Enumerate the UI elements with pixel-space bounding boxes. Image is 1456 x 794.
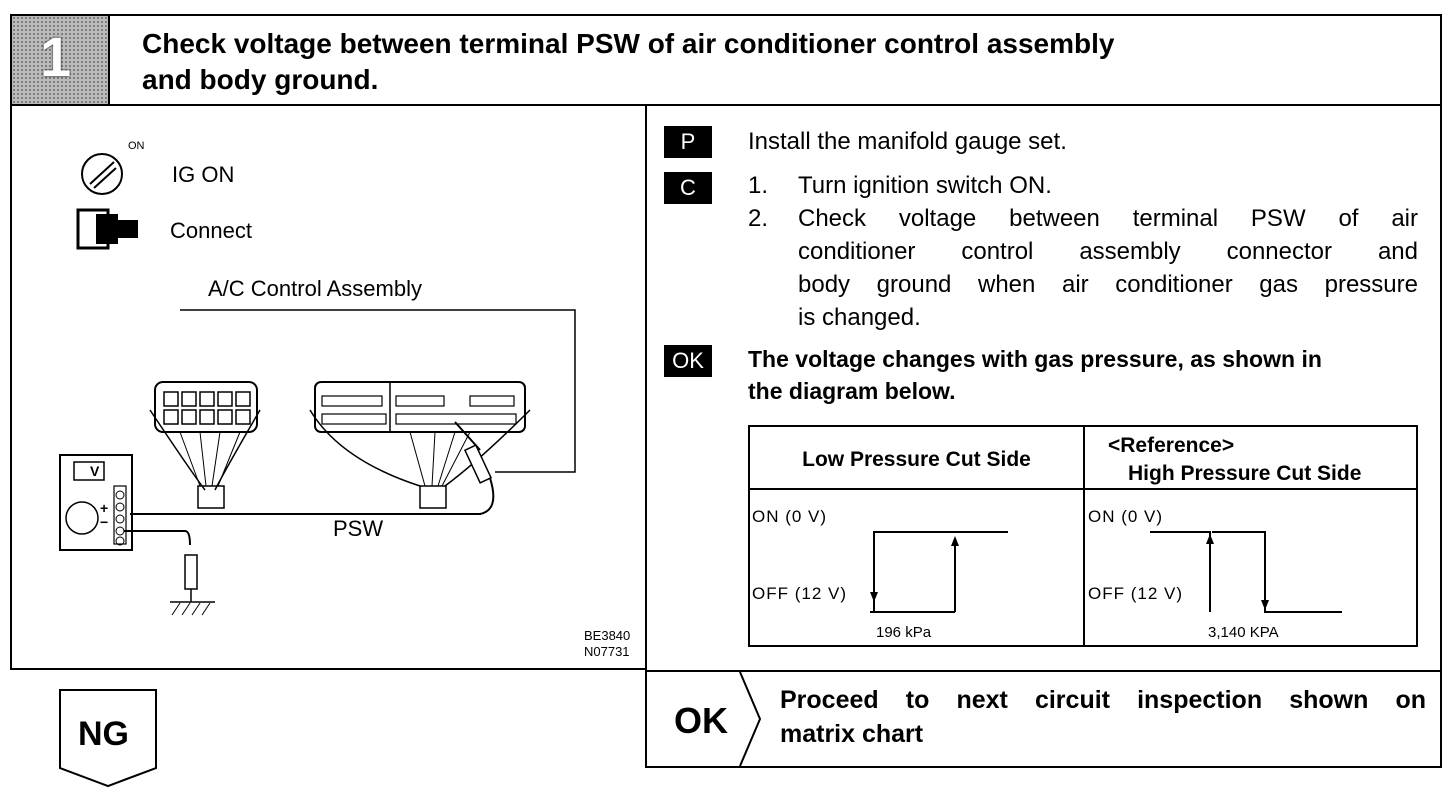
psw-label: PSW: [333, 516, 384, 541]
left-off-label: OFF (12 V): [752, 584, 848, 603]
high-pressure-graph: [1150, 531, 1342, 613]
ignition-key-icon: [81, 153, 123, 195]
figure-code-2: N07731: [584, 644, 630, 659]
table-hdivider: [748, 488, 1418, 490]
left-pressure-value: 196 kPa: [876, 624, 932, 641]
next-step-line2: matrix chart: [780, 720, 924, 748]
ok-line1: The voltage changes with gas pressure, a…: [748, 346, 1322, 372]
c-item2-line1: Check voltage between terminal PSW of ai…: [798, 205, 1418, 232]
c-item1-text: Turn ignition switch ON.: [798, 172, 1052, 199]
meter-minus: −: [100, 514, 109, 530]
right-off-label: OFF (12 V): [1088, 584, 1184, 603]
meter-plus: +: [100, 500, 109, 516]
table-vdivider: [1083, 425, 1085, 647]
step-title-line1: Check voltage between terminal PSW of ai…: [142, 28, 1115, 59]
wiring-diagram: [59, 309, 576, 616]
high-pressure-header: High Pressure Cut Side: [1128, 462, 1362, 485]
ok-result-box: [645, 670, 1442, 768]
next-step-line1: Proceed to next circuit inspection shown…: [780, 686, 1426, 714]
c-item2-line4: is changed.: [798, 304, 921, 331]
illustration-panel: [10, 104, 647, 670]
right-panel-border: [1440, 104, 1442, 670]
ok-badge: OK: [664, 345, 712, 377]
connect-label: Connect: [170, 218, 252, 243]
connector-icon: [76, 208, 138, 250]
ng-label: NG: [78, 715, 129, 753]
right-pressure-value: 3,140 KPA: [1208, 624, 1279, 641]
step-title-line2: and body ground.: [142, 64, 379, 95]
right-on-label: ON (0 V): [1088, 507, 1164, 526]
step-number-box: [12, 16, 110, 104]
p-text: Install the manifold gauge set.: [748, 128, 1067, 155]
ng-box: [59, 689, 157, 788]
step-number: 1: [40, 25, 72, 88]
figure-code-1: BE3840: [584, 628, 631, 643]
ok-arrow-divider: [739, 672, 762, 766]
meter-v-label: V: [90, 463, 100, 479]
c-item2-line2: conditioner control assembly connector a…: [798, 238, 1418, 265]
assembly-label: A/C Control Assembly: [208, 276, 422, 301]
step-header: [10, 14, 1442, 106]
ok-result-label: OK: [674, 700, 728, 741]
p-badge: P: [664, 126, 712, 158]
left-on-label: ON (0 V): [752, 507, 828, 526]
reference-label: <Reference>: [1108, 434, 1235, 457]
low-pressure-graph: [870, 531, 1008, 613]
on-mark: ON: [128, 140, 145, 152]
ig-on-label: IG ON: [172, 162, 235, 187]
c-item1-num: 1.: [748, 172, 769, 199]
ok-line2: the diagram below.: [748, 378, 956, 404]
low-pressure-header: Low Pressure Cut Side: [802, 448, 1031, 471]
c-item2-num: 2.: [748, 205, 769, 232]
c-item2-line3: body ground when air conditioner gas pre…: [798, 271, 1418, 298]
c-badge: C: [664, 172, 712, 204]
